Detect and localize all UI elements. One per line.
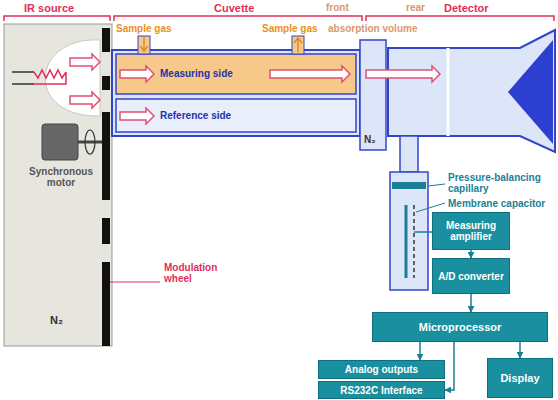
gas-inlet bbox=[138, 36, 150, 54]
box-text: Display bbox=[500, 372, 539, 384]
ir-beam bbox=[120, 66, 350, 124]
connector-arrow bbox=[470, 294, 472, 312]
box-text: A/D converter bbox=[438, 271, 504, 282]
cuvette-body bbox=[112, 50, 360, 136]
process-box: Analog outputs bbox=[318, 360, 445, 379]
section-bracket bbox=[4, 16, 554, 21]
capacitor-housing bbox=[390, 172, 428, 290]
part-label: Pressure-balancing capillary bbox=[448, 172, 553, 194]
chamber-window bbox=[447, 48, 450, 136]
part-label: Modulation wheel bbox=[164, 262, 234, 284]
connector-arrow bbox=[445, 342, 454, 390]
capillary bbox=[392, 182, 426, 189]
process-box: RS232C Interface bbox=[318, 381, 445, 399]
section-title: IR source bbox=[24, 2, 74, 14]
section-title: Cuvette bbox=[214, 2, 254, 14]
source-housing bbox=[4, 24, 112, 346]
box-text: Measuring amplifier bbox=[435, 220, 507, 242]
front-chamber bbox=[388, 48, 448, 136]
box-text: RS232C Interface bbox=[340, 385, 422, 396]
rear-wedge bbox=[508, 40, 553, 144]
connector-arrow bbox=[519, 342, 521, 358]
port-label: Sample gas bbox=[262, 23, 318, 34]
section-title: Detector bbox=[444, 2, 489, 14]
leader-line bbox=[428, 184, 445, 186]
connector-arrow bbox=[470, 250, 472, 258]
gas-label: N₂ bbox=[364, 134, 376, 145]
rotation-symbol bbox=[85, 130, 95, 154]
signal-wire bbox=[414, 231, 432, 233]
modulation-wheel bbox=[102, 28, 110, 346]
process-box: A/D converter bbox=[432, 258, 510, 294]
process-box: Measuring amplifier bbox=[432, 212, 510, 250]
ir-beam bbox=[366, 66, 440, 82]
part-label: Synchronous motor bbox=[22, 166, 100, 188]
measuring-tube bbox=[116, 54, 356, 94]
box-text: Analog outputs bbox=[345, 364, 418, 375]
reference-tube bbox=[116, 99, 356, 132]
tube-label: Reference side bbox=[160, 110, 231, 121]
flow-arrow bbox=[140, 37, 148, 51]
capacitor-plate bbox=[405, 205, 408, 278]
port-label: Sample gas bbox=[116, 23, 172, 34]
synchronous-motor bbox=[42, 124, 78, 160]
window-cell bbox=[360, 40, 386, 150]
connecting-tube bbox=[400, 136, 418, 172]
leader-line bbox=[416, 203, 445, 212]
process-box: Microprocessor bbox=[372, 312, 548, 342]
membrane bbox=[413, 205, 415, 278]
chamber-label: front bbox=[326, 2, 349, 13]
chamber-label: absorption volume bbox=[328, 23, 417, 34]
tube-label: Measuring side bbox=[160, 68, 233, 79]
gas-outlet bbox=[292, 36, 304, 54]
leader-line bbox=[110, 281, 160, 282]
chamber-label: rear bbox=[406, 2, 425, 13]
process-box: Display bbox=[487, 358, 553, 398]
gas-label: N₂ bbox=[50, 314, 63, 326]
motor-shaft bbox=[78, 141, 102, 144]
connector-arrow bbox=[419, 342, 421, 360]
flow-arrow bbox=[294, 38, 302, 52]
part-label: Membrane capacitor bbox=[448, 198, 545, 209]
ir-lamp bbox=[12, 70, 66, 84]
rear-chamber bbox=[448, 30, 555, 152]
ir-beam bbox=[70, 54, 100, 108]
box-text: Microprocessor bbox=[419, 321, 502, 333]
